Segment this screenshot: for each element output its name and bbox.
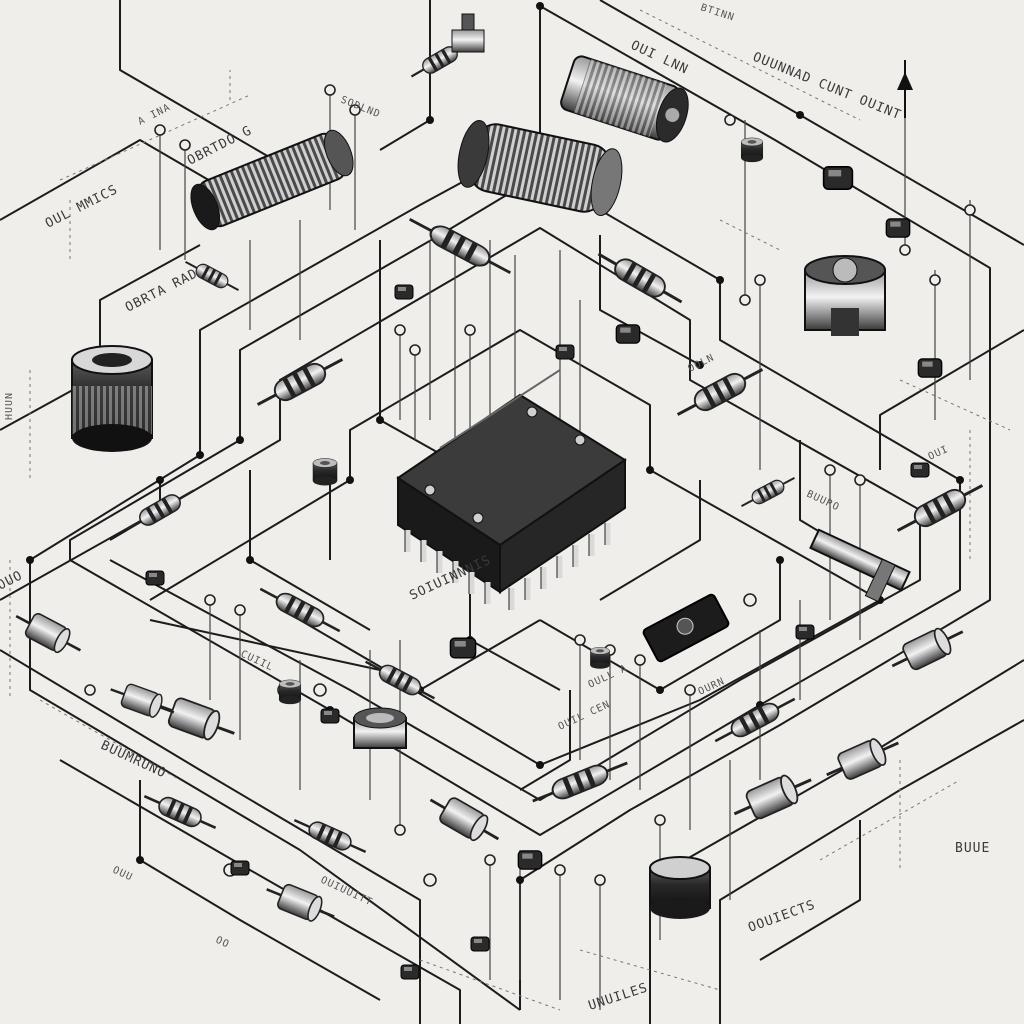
cap-can-center-bottom: [353, 707, 407, 749]
small-components: [145, 13, 943, 980]
junction-nodes: [26, 2, 976, 887]
coil-inductor-topleft: [190, 129, 354, 231]
label-huun: HUUN: [4, 392, 15, 420]
motor-topright: [560, 55, 689, 143]
label-oo-bottom: OO: [214, 935, 231, 951]
transformer-left: [71, 345, 153, 452]
bracket-right: [809, 528, 911, 603]
cap-can-bottom: [649, 856, 711, 919]
label-buue: BUUE: [955, 841, 990, 856]
small-module: [642, 593, 730, 663]
cylinder-right: [804, 255, 886, 336]
coil-inductor-top: [457, 119, 623, 217]
ic-chip: [396, 369, 627, 610]
